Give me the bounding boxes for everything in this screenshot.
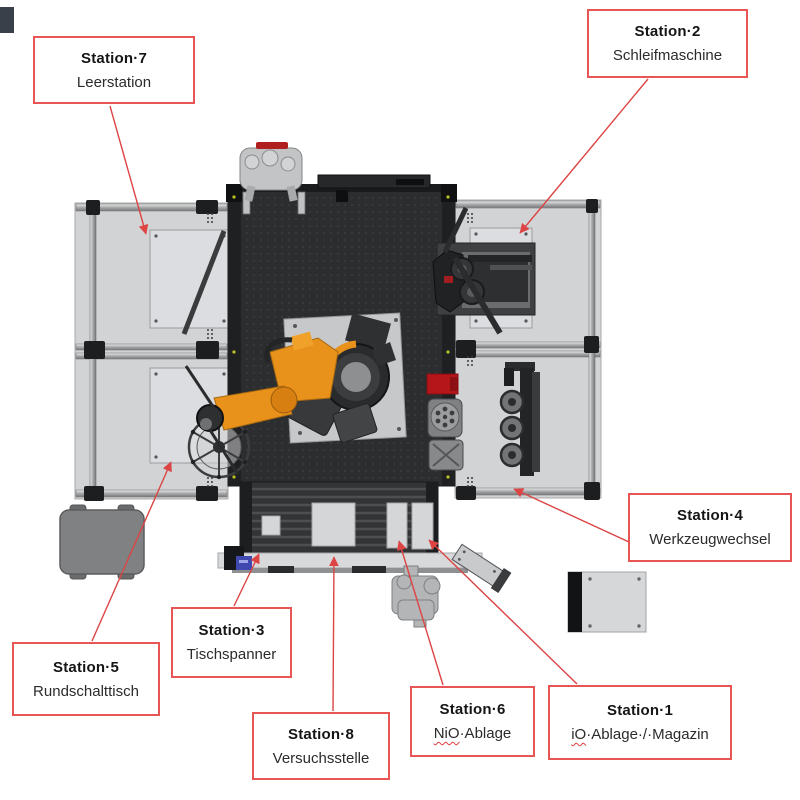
station-4-label: Station·4 Werkzeugwechsel: [628, 493, 792, 562]
robot-arm: [184, 312, 407, 475]
leader-lines: [91, 78, 649, 712]
leader-line-station-8: [329, 556, 339, 712]
pallet-slot-small: [261, 515, 281, 536]
red-accent-bar: [256, 142, 288, 149]
leader-line-station-1: [428, 539, 578, 685]
leader-line-station-5: [91, 461, 172, 642]
station-subtitle: Rundschalttisch: [33, 682, 139, 700]
leader-line-station-7: [109, 105, 149, 235]
transport-case: [59, 504, 145, 580]
station-subtitle: Tischspanner: [186, 646, 277, 663]
leader-line-station-4: [513, 488, 630, 543]
spellcheck-marked-text: NiO: [433, 725, 460, 742]
station-7-label: Station·7 Leerstation: [33, 36, 195, 104]
corner-artifact: [0, 7, 14, 33]
station-subtitle: NiO·Ablage: [433, 725, 512, 742]
station-subtitle: iO·Ablage·/·Magazin: [571, 726, 709, 743]
chute: [451, 543, 512, 594]
station-name: Station·6: [439, 701, 506, 718]
top-edge-bar: [317, 174, 431, 189]
station-subtitle: Werkzeugwechsel: [649, 531, 771, 548]
station-5-label: Station·5 Rundschalttisch: [12, 642, 160, 716]
front-rail: [217, 546, 483, 573]
clamping-table: [239, 481, 439, 555]
station-subtitle: Schleifmaschine: [612, 47, 723, 64]
right-edge-fixtures: [426, 373, 464, 471]
station-name: Station·7: [81, 49, 147, 67]
station-name: Station·3: [198, 622, 265, 639]
station-name: Station·4: [677, 507, 743, 524]
grinding-machine: [432, 206, 536, 335]
leader-line-station-3: [233, 553, 260, 607]
leader-line-station-2: [519, 78, 649, 234]
pallet-slot-medium: [311, 502, 356, 547]
io-slot: [411, 502, 434, 550]
station-name: Station·1: [607, 702, 673, 719]
spellcheck-marked-text: iO: [571, 726, 587, 743]
pallet-plate: [567, 571, 647, 633]
tool-rack: [499, 362, 540, 476]
station-3-label: Station·3 Tischspanner: [171, 607, 292, 678]
station-name: Station·2: [634, 23, 701, 40]
station-name: Station·8: [288, 725, 354, 743]
nio-slot: [386, 502, 408, 549]
station-1-label: Station·1 iO·Ablage·/·Magazin: [548, 685, 732, 760]
station-8-label: Station·8 Versuchsstelle: [252, 712, 390, 780]
station-6-label: Station·6 NiO·Ablage: [410, 686, 535, 757]
station-2-label: Station·2 Schleifmaschine: [587, 9, 748, 78]
station-subtitle: Leerstation: [76, 73, 152, 91]
station-name: Station·5: [53, 658, 119, 676]
gripper-fixture: [239, 142, 303, 202]
station-subtitle: Versuchsstelle: [272, 749, 370, 767]
leader-line-station-6: [396, 540, 444, 686]
